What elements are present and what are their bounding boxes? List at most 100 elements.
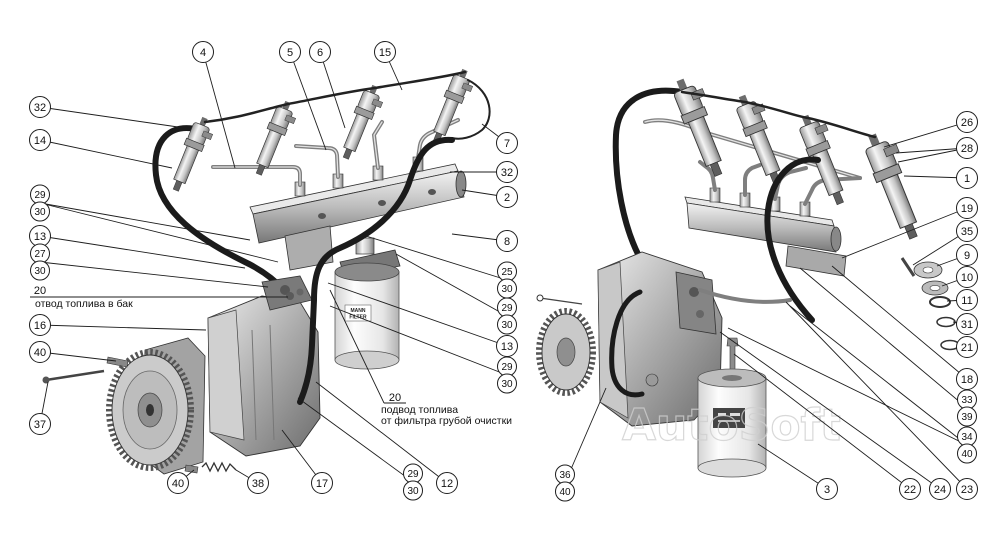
left-hp-pump-part	[251, 329, 257, 441]
leader-line-28	[897, 147, 968, 163]
callout-circle	[956, 167, 978, 189]
leader-line-17	[281, 429, 323, 484]
callout-24: 24	[929, 478, 951, 500]
right-hp-pump-part	[675, 271, 717, 335]
note-supply-line: 20 подвод топлива от фильтра грубой очис…	[329, 289, 512, 427]
callout-circle	[496, 161, 518, 183]
callout-21: 21	[956, 336, 978, 358]
callout-18: 18	[956, 368, 978, 390]
callout-1: 1	[956, 167, 978, 189]
callout-number: 40	[172, 478, 184, 490]
callout-circle	[311, 472, 333, 494]
leader-line-14	[39, 139, 173, 169]
callout-17: 17	[311, 472, 333, 494]
leader-line-13	[327, 282, 508, 347]
pump-drive-gear-part	[146, 404, 154, 416]
left-fuel-rail-part	[455, 170, 467, 198]
callout-number: 32	[501, 167, 513, 179]
right-pump-drive-gear-part	[536, 308, 596, 396]
callout-number: 15	[379, 47, 391, 59]
callout-number: 5	[287, 47, 293, 59]
callout-number: 38	[252, 478, 264, 490]
callout-number: 22	[904, 484, 916, 496]
left-high-pressure-pipes-part	[417, 119, 459, 159]
leader-line-33-39	[799, 267, 968, 409]
callout-circle	[436, 472, 458, 494]
callout-37: 37	[29, 413, 51, 435]
callout-number-bottom: 30	[34, 207, 46, 218]
callout-number: 2	[504, 192, 510, 204]
callout-circle	[167, 472, 189, 494]
leader-line-5	[289, 51, 327, 151]
left-fuel-rail-part	[378, 200, 386, 206]
callout-32: 32	[29, 96, 51, 118]
left-fuel-filter: MANN FILTER	[334, 237, 401, 370]
bolt-22	[726, 337, 739, 371]
right-hp-pump-part	[645, 373, 659, 387]
callout-40: 40	[167, 472, 189, 494]
left-hp-pump-part	[296, 288, 304, 296]
left-hp-pump	[106, 275, 321, 475]
leader-line-4	[202, 51, 236, 169]
right-fuel-filter	[697, 368, 767, 478]
callout-circle	[247, 472, 269, 494]
right-small-parts	[536, 257, 960, 351]
callout-circle	[29, 413, 51, 435]
left-fuel-filter-part	[334, 262, 400, 282]
note-return-text: отвод топлива в бак	[35, 298, 133, 310]
callout-16: 16	[29, 314, 51, 336]
callout-circle	[956, 137, 978, 159]
callout-circle	[956, 336, 978, 358]
callout-circle	[956, 313, 978, 335]
right-pump-drive-gear-part	[556, 337, 576, 367]
ring-31	[936, 316, 956, 328]
callout-circle	[899, 478, 921, 500]
pump-drive-gear-part	[106, 349, 194, 471]
callout-number-top: 29	[407, 469, 419, 480]
right-assembly	[536, 73, 960, 478]
callout-number: 28	[961, 143, 973, 155]
callout-13: 13	[496, 335, 518, 357]
spring-38	[201, 461, 237, 473]
callout-26: 26	[956, 111, 978, 133]
right-pump-drive-gear	[536, 308, 596, 396]
left-fuel-rail-part	[252, 170, 465, 244]
callout-number: 26	[961, 117, 973, 129]
callout-circle	[496, 132, 518, 154]
callout-number: 24	[934, 484, 946, 496]
callout-circle-bottom	[957, 443, 977, 464]
leader-line-16	[39, 324, 207, 331]
leader-line-25-30	[365, 235, 508, 281]
callout-circle-bottom	[497, 314, 517, 335]
left-high-pressure-pipes-part	[295, 145, 339, 178]
callout-35: 35	[956, 220, 978, 242]
callout-number-bottom: 30	[501, 320, 513, 331]
callout-13: 13	[29, 225, 51, 247]
left-high-pressure-pipes-part	[373, 121, 383, 169]
leader-line-3	[757, 443, 828, 490]
callout-number: 23	[961, 484, 973, 496]
gasket-9-hole	[922, 266, 934, 274]
filter-brand-line1: MANN	[351, 308, 366, 314]
right-hp-pump-part	[689, 287, 699, 297]
leader-line-12	[315, 381, 448, 484]
callout-7: 7	[496, 132, 518, 154]
callout-number: 14	[34, 135, 46, 147]
leader-line-29-30	[297, 397, 414, 483]
callout-40: 40	[29, 341, 51, 363]
right-high-pressure-pipes-part	[773, 166, 808, 201]
callout-circle-bottom	[957, 406, 977, 427]
leader-line-22	[733, 353, 911, 490]
right-fuel-filter-part	[718, 420, 740, 422]
callout-number: 16	[34, 320, 46, 332]
leader-line-23	[785, 301, 968, 490]
right-fuel-filter-part	[718, 413, 726, 416]
filter-brand-line2: FILTER	[349, 315, 367, 321]
